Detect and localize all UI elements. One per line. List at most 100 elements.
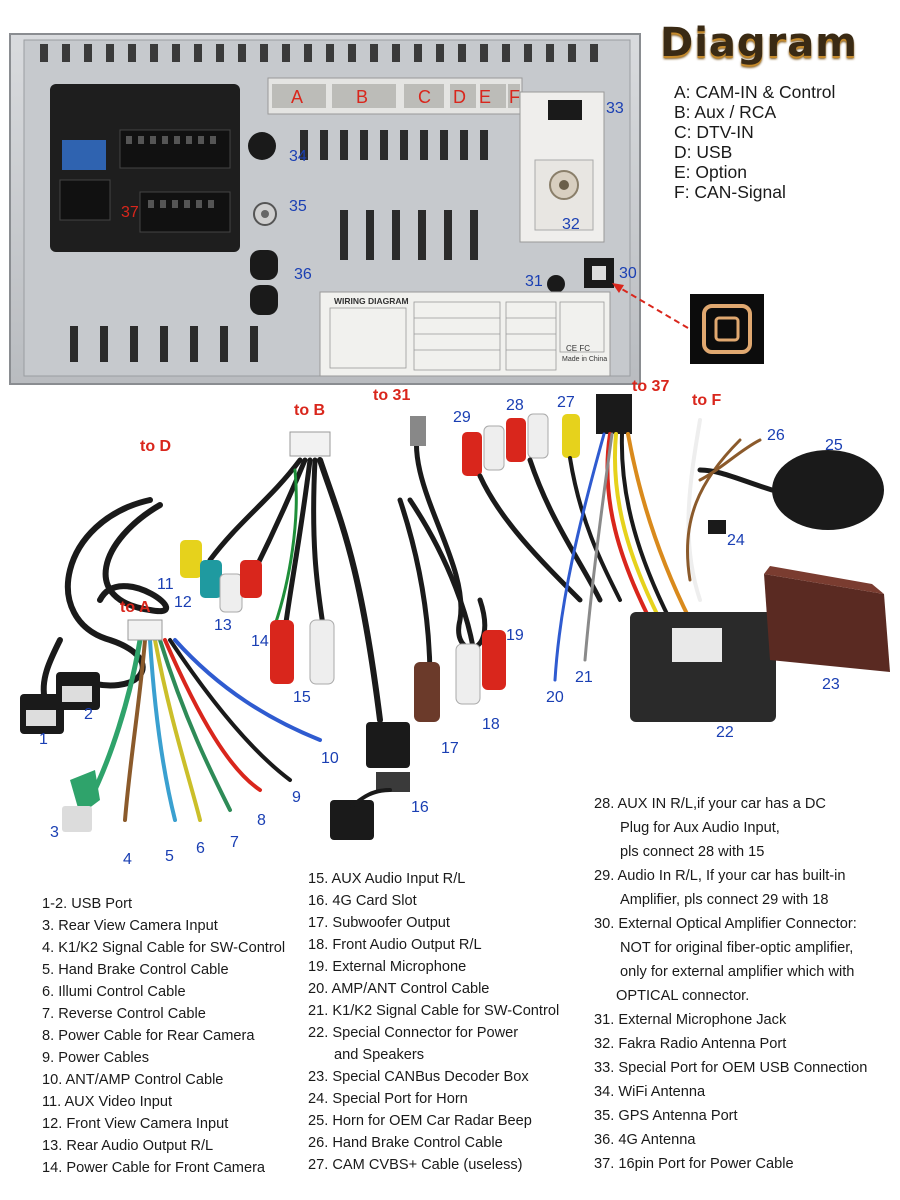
cable-harnesses: [20, 394, 890, 840]
callout-17: 17: [441, 740, 459, 758]
legend-item-continuation: pls connect 28 with 15: [594, 840, 867, 864]
port-label-d: D: [453, 87, 466, 108]
legend-item: 4. K1/K2 Signal Cable for SW-Control: [42, 937, 285, 959]
certification-marks: CE FC: [566, 344, 590, 353]
legend-item: 19. External Microphone: [308, 956, 559, 978]
legend-item: 31. External Microphone Jack: [594, 1008, 867, 1032]
legend-item-continuation: NOT for original fiber-optic amplifier,: [594, 936, 867, 960]
callout-18: 18: [482, 716, 500, 734]
callout-30: 30: [619, 265, 637, 283]
callout-19: 19: [506, 627, 524, 645]
made-in-label: Made in China: [562, 356, 607, 363]
legend-item: 12. Front View Camera Input: [42, 1113, 285, 1135]
callout-6: 6: [196, 840, 205, 858]
callout-13: 13: [214, 617, 232, 635]
wiring-diagram-title: WIRING DIAGRAM: [334, 296, 409, 306]
callout-23: 23: [822, 676, 840, 694]
legend-item: 30. External Optical Amplifier Connector…: [594, 912, 867, 936]
legend-item-continuation: Amplifier, pls connect 29 with 18: [594, 888, 867, 912]
callout-15: 15: [293, 689, 311, 707]
legend-column-3: 28. AUX IN R/L,if your car has a DC Plug…: [594, 792, 867, 1176]
legend-item: 26. Hand Brake Control Cable: [308, 1132, 559, 1154]
legend-item: 9. Power Cables: [42, 1047, 285, 1069]
callout-4: 4: [123, 851, 132, 869]
wiring-illustration: [0, 0, 900, 900]
port-label-c: C: [418, 87, 431, 108]
port-label-f: F: [509, 87, 520, 108]
legend-item: 22. Special Connector for Power: [308, 1022, 559, 1044]
callout-5: 5: [165, 848, 174, 866]
legend-item-continuation: and Speakers: [308, 1044, 559, 1066]
to-a-label: to A: [120, 599, 151, 617]
legend-item: 6. Illumi Control Cable: [42, 981, 285, 1003]
callout-16: 16: [411, 799, 429, 817]
to-31-label: to 31: [373, 387, 410, 405]
port-label-b: B: [356, 87, 368, 108]
to-d-label: to D: [140, 438, 171, 456]
legend-item: 23. Special CANBus Decoder Box: [308, 1066, 559, 1088]
legend-item: 14. Power Cable for Front Camera: [42, 1157, 285, 1179]
callout-29: 29: [453, 409, 471, 427]
callout-24: 24: [727, 532, 745, 550]
callout-7: 7: [230, 834, 239, 852]
callout-3: 3: [50, 824, 59, 842]
to-f-label: to F: [692, 392, 721, 410]
to-37-label: to 37: [632, 378, 669, 396]
callout-20: 20: [546, 689, 564, 707]
legend-item: 16. 4G Card Slot: [308, 890, 559, 912]
legend-item: 3. Rear View Camera Input: [42, 915, 285, 937]
callout-35: 35: [289, 198, 307, 216]
legend-item: 20. AMP/ANT Control Cable: [308, 978, 559, 1000]
legend-item: 21. K1/K2 Signal Cable for SW-Control: [308, 1000, 559, 1022]
callout-2: 2: [84, 706, 93, 724]
legend-item: 27. CAM CVBS+ Cable (useless): [308, 1154, 559, 1176]
callout-27: 27: [557, 394, 575, 412]
port-label-e: E: [479, 87, 491, 108]
callout-21: 21: [575, 669, 593, 687]
callout-33: 33: [606, 100, 624, 118]
legend-item: 11. AUX Video Input: [42, 1091, 285, 1113]
legend-item: 17. Subwoofer Output: [308, 912, 559, 934]
legend-column-2: 15. AUX Audio Input R/L 16. 4G Card Slot…: [308, 868, 559, 1176]
callout-32: 32: [562, 216, 580, 234]
legend-item: 33. Special Port for OEM USB Connection: [594, 1056, 867, 1080]
to-b-label: to B: [294, 402, 325, 420]
legend-item: 24. Special Port for Horn: [308, 1088, 559, 1110]
legend-item: 15. AUX Audio Input R/L: [308, 868, 559, 890]
callout-22: 22: [716, 724, 734, 742]
legend-item-continuation: only for external amplifier which with: [594, 960, 867, 984]
legend-item: 25. Horn for OEM Car Radar Beep: [308, 1110, 559, 1132]
legend-item: 35. GPS Antenna Port: [594, 1104, 867, 1128]
callout-28: 28: [506, 397, 524, 415]
legend-item: 1-2. USB Port: [42, 893, 285, 915]
legend-item: 36. 4G Antenna: [594, 1128, 867, 1152]
legend-item: 37. 16pin Port for Power Cable: [594, 1152, 867, 1176]
callout-8: 8: [257, 812, 266, 830]
port-label-a: A: [291, 87, 303, 108]
callout-12: 12: [174, 594, 192, 612]
legend-item: 7. Reverse Control Cable: [42, 1003, 285, 1025]
legend-item: 32. Fakra Radio Antenna Port: [594, 1032, 867, 1056]
callout-31: 31: [525, 273, 543, 291]
callout-25: 25: [825, 437, 843, 455]
legend-item: 28. AUX IN R/L,if your car has a DC: [594, 792, 867, 816]
legend-item: 34. WiFi Antenna: [594, 1080, 867, 1104]
legend-item: 13. Rear Audio Output R/L: [42, 1135, 285, 1157]
callout-1: 1: [39, 731, 48, 749]
legend-item: 5. Hand Brake Control Cable: [42, 959, 285, 981]
callout-10: 10: [321, 750, 339, 768]
legend-column-1: 1-2. USB Port 3. Rear View Camera Input …: [42, 893, 285, 1179]
callout-11: 11: [157, 576, 174, 594]
legend-item: 8. Power Cable for Rear Camera: [42, 1025, 285, 1047]
legend-item: 10. ANT/AMP Control Cable: [42, 1069, 285, 1091]
callout-26: 26: [767, 427, 785, 445]
callout-14: 14: [251, 633, 269, 651]
legend-item: 29. Audio In R/L, If your car has built-…: [594, 864, 867, 888]
callout-37-unit: 37: [121, 204, 139, 222]
callout-9: 9: [292, 789, 301, 807]
callout-36: 36: [294, 266, 312, 284]
legend-item: 18. Front Audio Output R/L: [308, 934, 559, 956]
callout-34: 34: [289, 148, 307, 166]
legend-item-continuation: Plug for Aux Audio Input,: [594, 816, 867, 840]
legend-item-continuation: OPTICAL connector.: [594, 984, 867, 1008]
